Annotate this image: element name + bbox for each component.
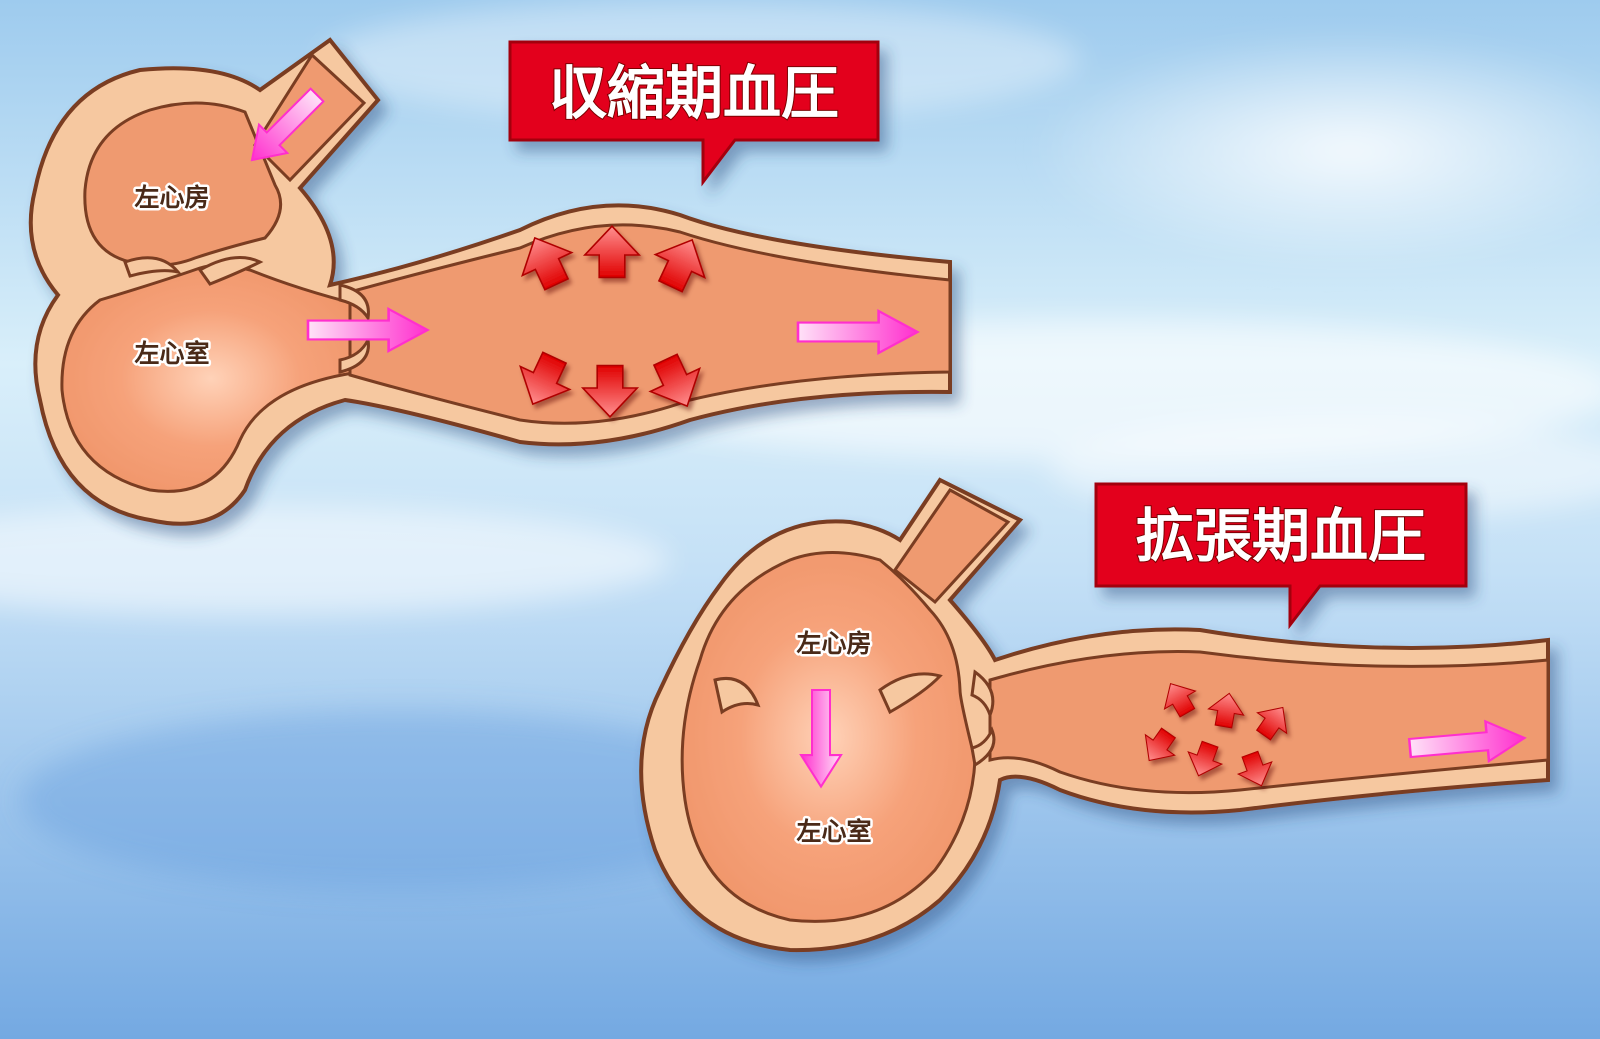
systolic-ventricle-label: 左心室 <box>134 339 209 368</box>
diastolic-ventricle-label: 左心室 <box>796 817 871 846</box>
diastolic-mitral-valve <box>713 672 943 715</box>
systolic-illustration <box>28 37 952 526</box>
diastolic-title: 拡張期血圧 <box>1136 502 1426 570</box>
diastolic-callout: 拡張期血圧 <box>1094 482 1468 630</box>
systolic-title: 収縮期血圧 <box>549 59 839 127</box>
systolic-aorta-lumen <box>348 223 952 425</box>
diastolic-pulmonary-vein <box>892 488 1011 605</box>
systolic-atrium-label: 左心房 <box>134 183 209 212</box>
systolic-callout: 収縮期血圧 <box>508 40 880 187</box>
systolic-atrium <box>83 101 283 267</box>
diastolic-aortic-valve <box>970 669 996 768</box>
systolic-mitral-valve <box>123 256 264 286</box>
diastolic-atrium-label: 左心房 <box>796 629 871 658</box>
